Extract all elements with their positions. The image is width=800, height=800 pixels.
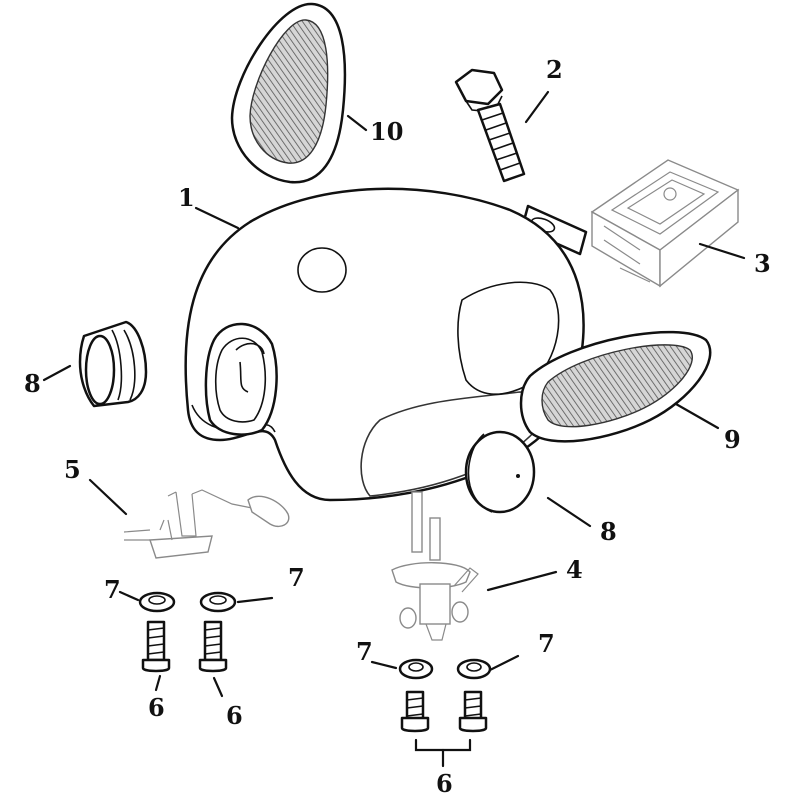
cap-left xyxy=(78,320,148,408)
washer-right-b xyxy=(456,658,492,680)
label-screw-left-a: 6 xyxy=(148,693,165,722)
label-cap-right: 8 xyxy=(600,517,617,546)
label-washer-right-b: 7 xyxy=(538,629,555,658)
label-screw-group: 6 xyxy=(436,769,453,798)
label-fuel-valve: 4 xyxy=(566,555,583,584)
screw-right-b xyxy=(458,690,488,733)
knee-pad-right xyxy=(519,330,712,443)
screw-right-a xyxy=(400,690,430,733)
label-bolt: 2 xyxy=(546,55,563,84)
label-knee-pad-left: 10 xyxy=(370,117,403,146)
leader-lines xyxy=(42,90,746,768)
screw-left-b xyxy=(198,620,228,673)
washer-right-a xyxy=(398,658,434,680)
knee-pad-left xyxy=(230,2,347,184)
label-fuel-sender: 5 xyxy=(64,455,81,484)
screw-left-a xyxy=(141,620,171,673)
cap-right xyxy=(464,430,536,514)
bolt xyxy=(454,68,526,183)
fuel-valve xyxy=(391,491,479,641)
label-washer-right-a: 7 xyxy=(356,637,373,666)
label-cap-left: 8 xyxy=(24,369,41,398)
washer-left-a xyxy=(138,591,176,613)
fuel-sender xyxy=(123,489,290,559)
label-screw-left-b: 6 xyxy=(226,701,243,730)
label-tank: 1 xyxy=(178,183,195,212)
label-bracket: 3 xyxy=(754,249,771,278)
washer-left-b xyxy=(199,591,237,613)
label-washer-left-a: 7 xyxy=(104,575,121,604)
callout-labels: 1 2 3 4 5 6 6 6 7 7 7 7 8 8 9 10 xyxy=(24,55,771,798)
label-washer-left-b: 7 xyxy=(288,563,305,592)
label-knee-pad-right: 9 xyxy=(724,425,741,454)
mounting-bracket xyxy=(590,159,740,288)
